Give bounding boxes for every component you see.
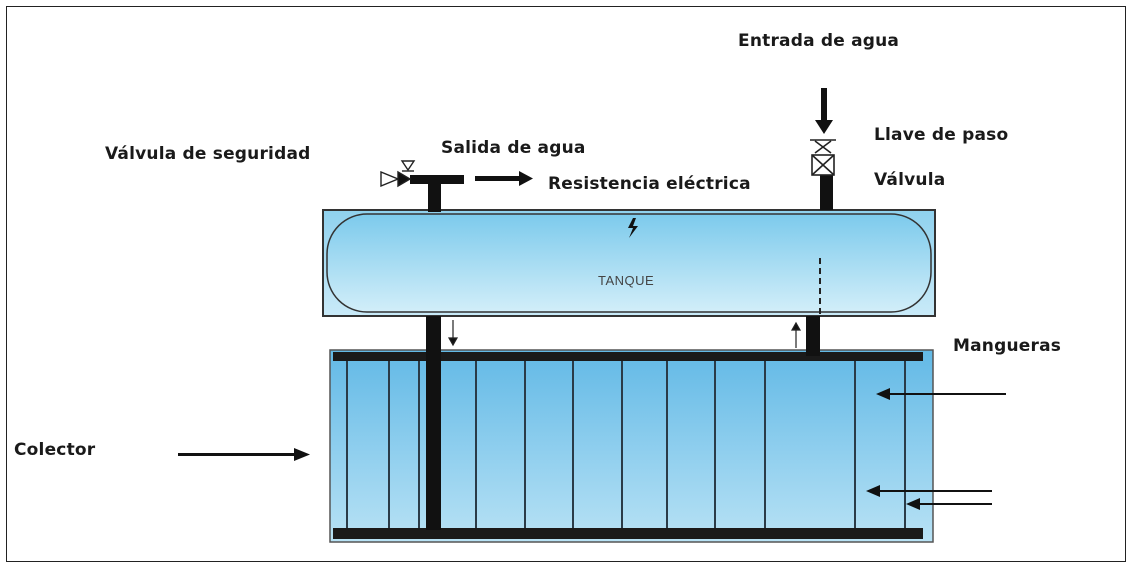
heating-element-label: Resistencia eléctrica <box>548 174 751 194</box>
outlet-pipe <box>410 175 464 184</box>
collector-panel <box>329 349 934 543</box>
safety-valve-label: Válvula de seguridad <box>105 144 311 164</box>
water-outlet-label: Salida de agua <box>441 138 586 158</box>
left-down-pipe <box>426 316 441 530</box>
right-up-pipe <box>806 316 820 356</box>
tank <box>322 209 936 317</box>
water-outlet-arrow <box>475 171 533 186</box>
left-riser-pipe <box>428 180 441 212</box>
collector-pointer-arrow <box>178 448 310 461</box>
valve-icon <box>811 154 835 176</box>
stopcock-icon <box>810 139 836 154</box>
flow-up-arrow <box>790 321 802 348</box>
stopcock-label: Llave de paso <box>874 125 1009 145</box>
collector-tubes <box>346 361 906 528</box>
collector <box>329 349 934 543</box>
collector-bottom-header <box>333 528 923 539</box>
collector-top-header <box>333 352 923 361</box>
water-inlet-label: Entrada de agua <box>738 31 900 51</box>
safety-valve-icon <box>380 160 416 188</box>
water-inlet-arrow <box>815 88 833 134</box>
flow-down-arrow <box>447 320 459 347</box>
hoses-label: Mangueras <box>953 336 1062 356</box>
valve-label: Válvula <box>874 170 946 190</box>
hoses-pointer-arrows <box>866 388 1006 510</box>
tank-inner-body <box>326 213 932 313</box>
pipes <box>410 175 833 530</box>
inlet-pipe-upper <box>820 175 833 210</box>
tank-label: TANQUE <box>598 273 655 288</box>
heating-element-icon <box>628 218 638 238</box>
collector-label: Colector <box>14 440 96 460</box>
